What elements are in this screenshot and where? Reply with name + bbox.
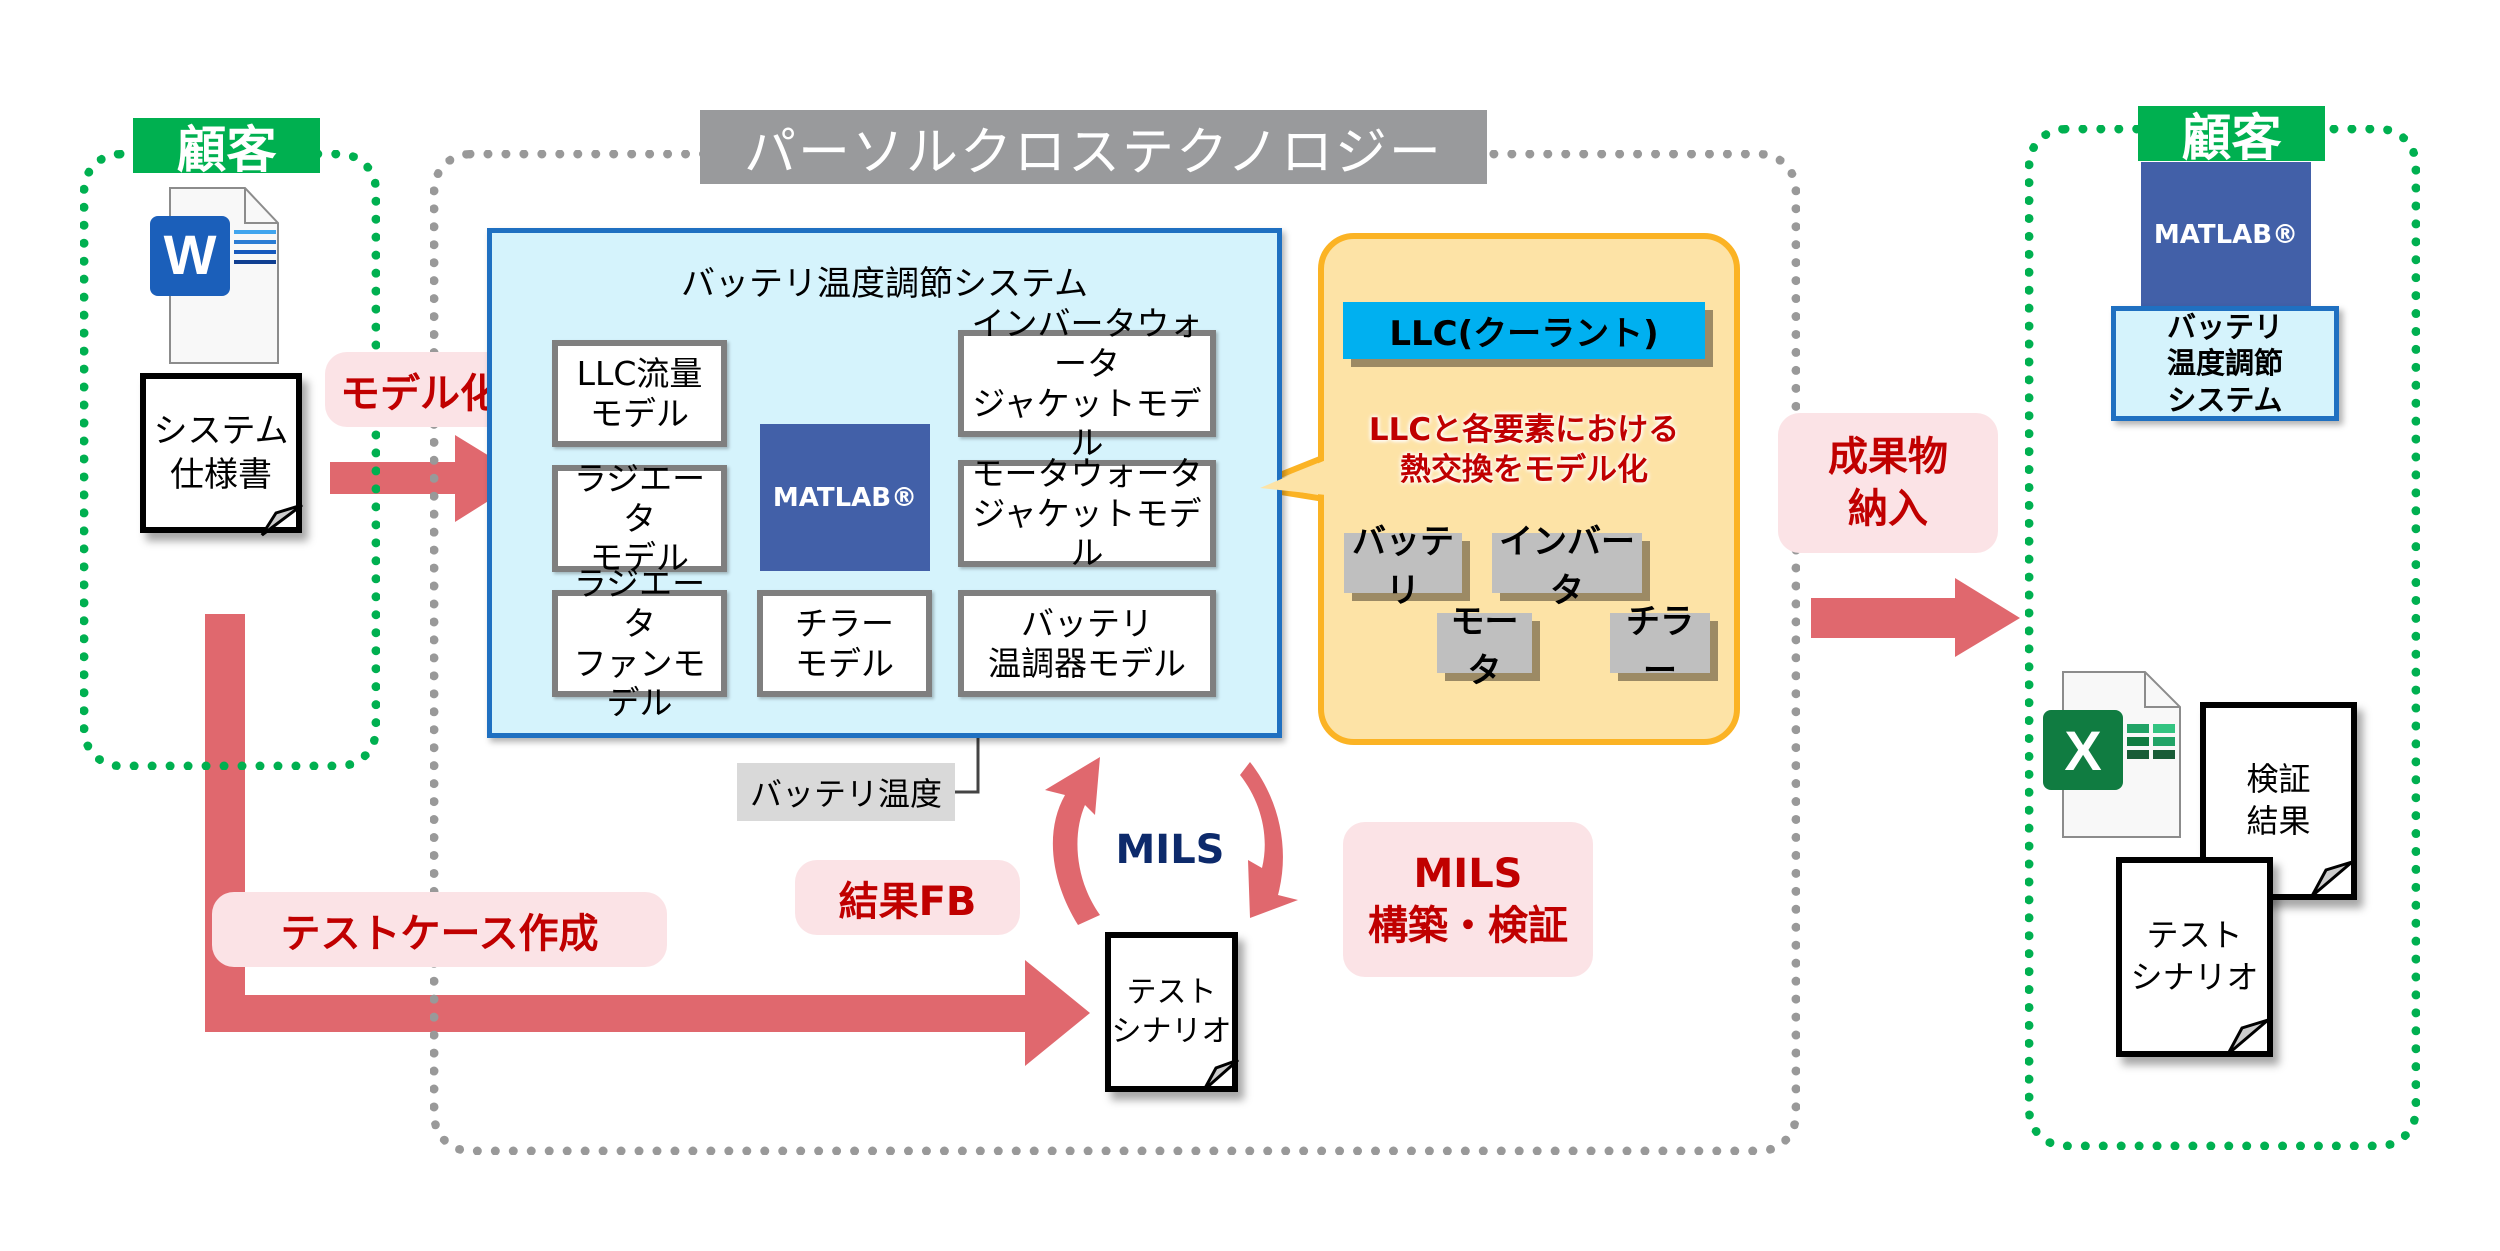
delivery-tag: 成果物 納入 [1778, 413, 1998, 553]
model-radiator: ラジエータ モデル [552, 459, 727, 577]
matlab-logo-right: MATLAB® [2141, 162, 2311, 307]
customer-right-label: 顧客 [2138, 106, 2325, 167]
element-battery: バッテリ [1344, 522, 1462, 611]
model-llc-flow: LLC流量 モデル [552, 340, 727, 447]
svg-text:W: W [164, 223, 217, 286]
model-inverter-water-jacket: インバータウォータ ジャケットモデル [958, 304, 1216, 462]
mils-label: MILS [1115, 827, 1225, 873]
delivery-arrow [1811, 578, 2020, 657]
excel-document-icon: X [2043, 671, 2183, 842]
delivered-system-box: バッテリ 温度調節 システム [2111, 306, 2339, 421]
test-case-arrow [205, 614, 1090, 1066]
page-curl-icon [2226, 1018, 2269, 1056]
test-case-creation-tag: テストケース作成 [212, 892, 667, 967]
battery-temp-connector [955, 715, 980, 794]
modeling-tag: モデル化 [325, 352, 515, 427]
mils-build-verify-tag: MILS 構築・検証 [1343, 822, 1593, 977]
heat-exchange-description: LLCと各要素における 熱交換をモデル化 [1368, 411, 1680, 488]
page-curl-icon [260, 503, 303, 537]
result-feedback-tag: 結果FB [795, 860, 1020, 935]
word-document-icon: W [150, 187, 280, 368]
model-motor-water-jacket: モータウォータ ジャケットモデル [958, 454, 1216, 572]
matlab-logo: MATLAB® [760, 424, 930, 571]
model-chiller: チラー モデル [757, 590, 932, 697]
modeling-arrow [330, 435, 525, 522]
customer-left-label: 顧客 [133, 118, 320, 179]
system-title: バッテリ温度調節システム [681, 263, 1088, 304]
company-label: パーソルクロステクノロジー [700, 110, 1487, 184]
mils-cycle-arrow-up [1045, 757, 1100, 925]
page-curl-icon [2310, 860, 2353, 898]
battery-temp-signal: バッテリ温度 [737, 763, 955, 821]
test-scenario-document: テスト シナリオ [1105, 932, 1238, 1092]
svg-text:X: X [2064, 719, 2101, 782]
model-radiator-fan: ラジエータ ファンモデル [552, 564, 727, 722]
delivered-test-scenario-document: テスト シナリオ [2116, 857, 2273, 1057]
model-battery-thermal-controller: バッテリ 温調器モデル [958, 590, 1216, 697]
page-curl-icon [1202, 1058, 1239, 1092]
element-inverter: インバータ [1492, 522, 1642, 611]
system-spec-label: システム 仕様書 [153, 410, 289, 495]
element-chiller: チラー [1610, 602, 1710, 691]
mils-cycle-arrow-down [1240, 762, 1298, 918]
element-motor: モータ [1437, 602, 1532, 691]
coolant-bar: LLC(クーラント) [1343, 302, 1705, 359]
system-spec-document: システム 仕様書 [140, 373, 302, 533]
